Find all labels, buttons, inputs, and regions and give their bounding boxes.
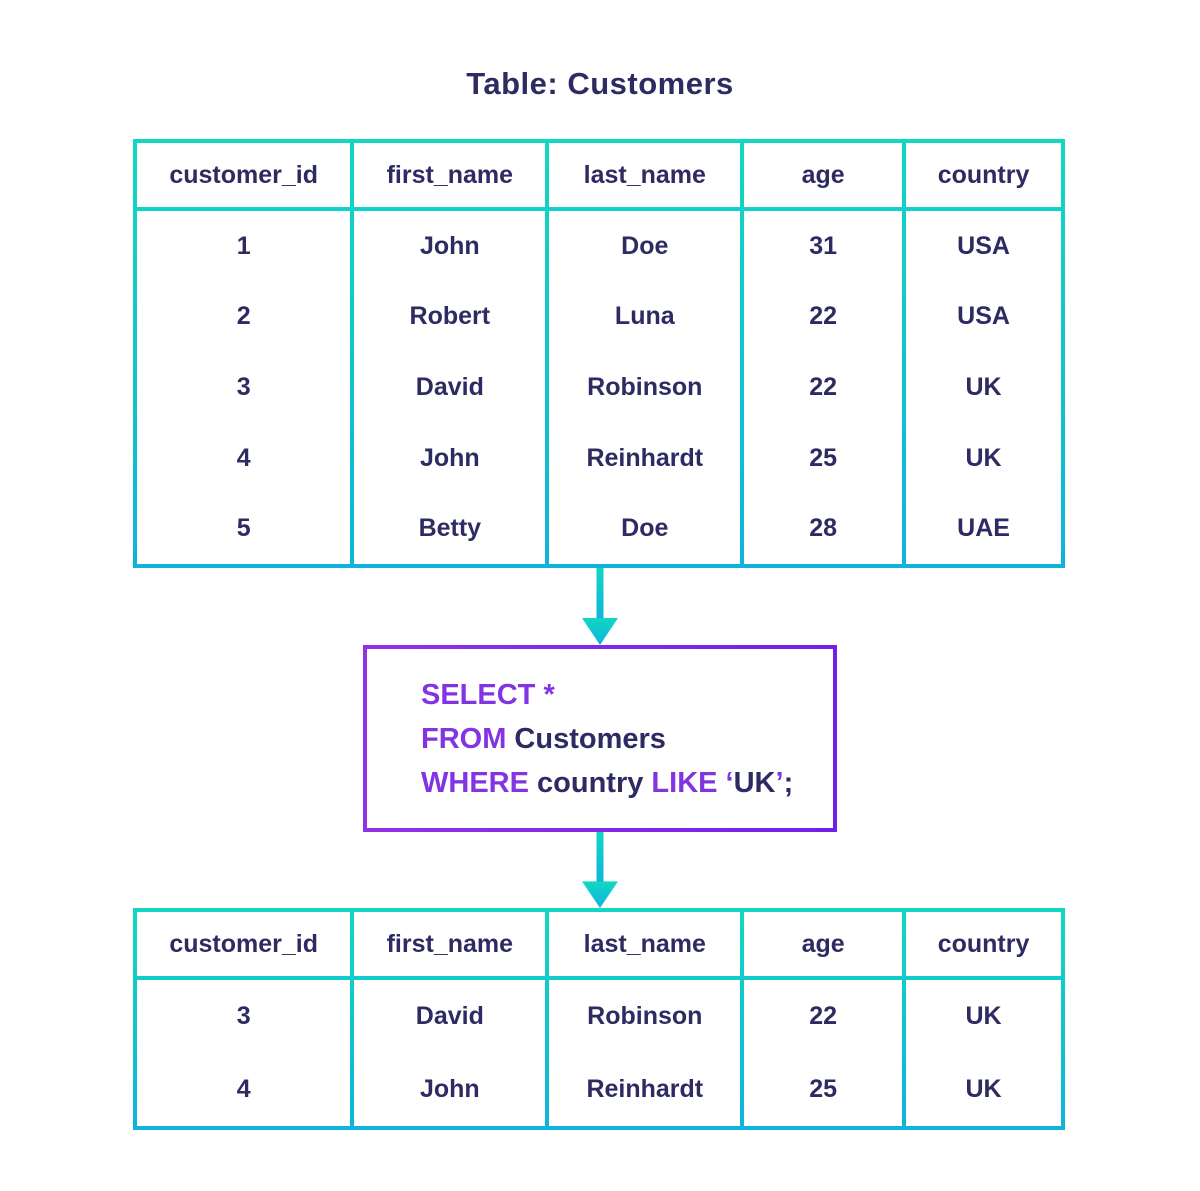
cell-value: Doe <box>621 231 669 260</box>
cell-value: 1 <box>236 231 251 260</box>
cell-value: 22 <box>809 1002 838 1030</box>
cell-value: 28 <box>809 514 838 543</box>
cell-value: Robinson <box>587 373 703 401</box>
cell-value: 25 <box>809 1075 838 1103</box>
cell-value: USA <box>957 231 1010 260</box>
table-column: 31 22 22 25 28 <box>744 211 903 564</box>
cell-value: 22 <box>809 302 838 331</box>
cell-value: John <box>419 1075 480 1103</box>
sql-keyword: FROM <box>421 722 507 755</box>
cell-value: John <box>419 443 480 472</box>
down-arrow-icon <box>582 568 618 645</box>
sql-keyword: ‘ <box>717 766 734 799</box>
cell-value: Luna <box>614 302 675 331</box>
cell-value: 25 <box>809 443 838 472</box>
cell-value: Reinhardt <box>586 443 704 472</box>
column-header: customer_id <box>137 912 351 976</box>
sql-keyword: ’ <box>775 766 784 799</box>
cell-value: Doe <box>621 514 669 543</box>
cell-value: 4 <box>236 1075 251 1103</box>
cell-value: UAE <box>957 514 1010 543</box>
sql-keyword: SELECT <box>421 678 536 711</box>
cell-value: David <box>415 373 484 401</box>
table-column: 22 25 <box>744 980 903 1126</box>
cell-value: John <box>419 231 480 260</box>
cell-value: 3 <box>236 373 251 401</box>
sql-text: UK <box>733 766 776 799</box>
sql-text: ; <box>783 766 794 799</box>
sql-line: SELECT * <box>421 673 833 717</box>
column-header: customer_id <box>137 143 351 207</box>
table-column: UK UK <box>906 980 1061 1126</box>
cell-value: Robert <box>409 302 491 331</box>
sql-keyword: WHERE <box>421 766 529 799</box>
sql-text: Customers <box>506 722 666 755</box>
table-column: 1 2 3 4 5 <box>137 211 351 564</box>
sql-line: WHERE country LIKE ‘UK’; <box>421 761 833 805</box>
cell-value: David <box>415 1002 484 1030</box>
column-header: last_name <box>549 912 741 976</box>
table-column: USA USA UK UK UAE <box>906 211 1061 564</box>
column-header: last_name <box>549 143 741 207</box>
column-header: country <box>906 143 1061 207</box>
sql-line: FROM Customers <box>421 717 833 761</box>
column-header: age <box>744 143 903 207</box>
column-header: country <box>906 912 1061 976</box>
cell-value: 2 <box>236 302 251 331</box>
cell-value: Reinhardt <box>586 1075 704 1103</box>
cell-value: UK <box>965 373 1002 401</box>
column-header: first_name <box>354 912 546 976</box>
column-header: first_name <box>354 143 546 207</box>
column-header: age <box>744 912 903 976</box>
cell-value: 4 <box>236 443 251 472</box>
cell-value: USA <box>957 302 1010 331</box>
cell-value: UK <box>965 1075 1002 1103</box>
cell-value: Robinson <box>587 1002 703 1030</box>
down-arrow-icon <box>582 832 618 908</box>
sql-text: country <box>528 766 652 799</box>
sql-keyword: LIKE <box>651 766 718 799</box>
cell-value: 22 <box>809 373 838 401</box>
sql-keyword: * <box>535 678 555 711</box>
diagram-title: Table: Customers <box>466 66 734 101</box>
cell-value: 5 <box>236 514 251 543</box>
cell-value: UK <box>965 1002 1002 1030</box>
cell-value: 31 <box>809 231 838 260</box>
cell-value: 3 <box>236 1002 251 1030</box>
cell-value: Betty <box>418 514 482 543</box>
cell-value: UK <box>965 443 1002 472</box>
